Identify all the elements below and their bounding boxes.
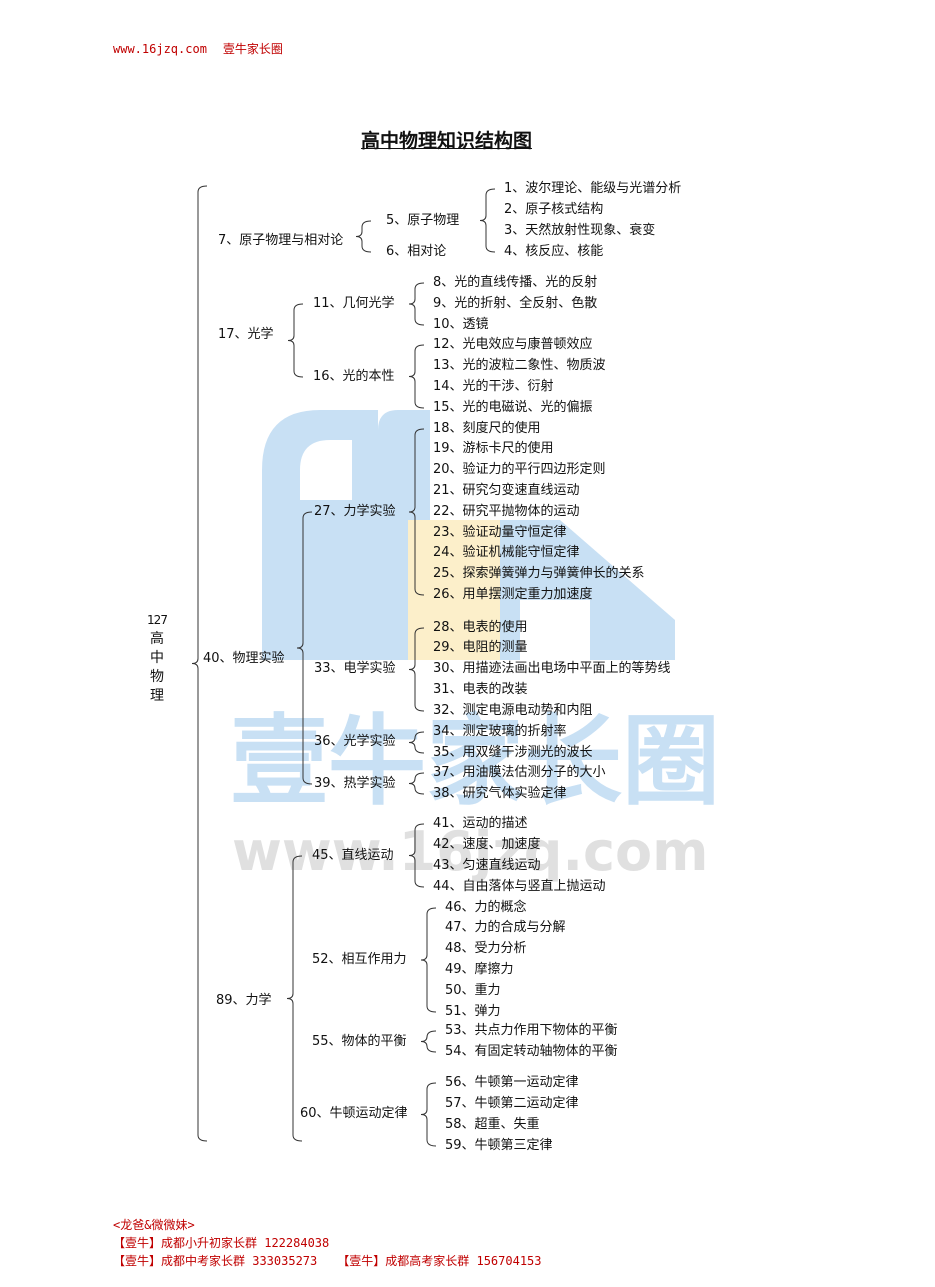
leaf-node: 31、电表的改装 — [433, 682, 528, 697]
root-char: 理 — [150, 688, 164, 704]
leaf-node: 25、探索弹簧弹力与弹簧伸长的关系 — [433, 566, 645, 581]
branch-brace — [286, 855, 303, 1142]
leaf-node: 46、力的概念 — [445, 900, 527, 915]
topic-node: 5、原子物理 — [386, 213, 460, 228]
topic-node: 11、几何光学 — [313, 296, 395, 311]
branch-node: 7、原子物理与相对论 — [218, 233, 344, 248]
leaf-node: 41、运动的描述 — [433, 816, 528, 831]
topic-node: 16、光的本性 — [313, 369, 395, 384]
leaf-node: 29、电阻的测量 — [433, 640, 528, 655]
footer-groups-row: 【壹牛】成都中考家长群 333035273 【壹牛】成都高考家长群 1567041… — [113, 1252, 542, 1269]
leaf-node: 28、电表的使用 — [433, 620, 528, 635]
leaf-node: 15、光的电磁说、光的偏振 — [433, 400, 593, 415]
topic-brace — [420, 907, 437, 1013]
topic-brace — [408, 344, 425, 409]
root-char: 中 — [150, 650, 164, 666]
leaf-node: 42、速度、加速度 — [433, 837, 541, 852]
leaf-node: 47、力的合成与分解 — [445, 920, 566, 935]
leaf-node: 38、研究气体实验定律 — [433, 786, 567, 801]
topic-brace — [408, 731, 425, 754]
topic-node: 39、热学实验 — [314, 776, 396, 791]
branch-node: 89、力学 — [216, 993, 272, 1008]
leaf-node: 12、光电效应与康普顿效应 — [433, 337, 593, 352]
leaf-node: 51、弹力 — [445, 1004, 501, 1019]
topic-brace — [420, 1030, 437, 1053]
footer-group-middle: 【壹牛】成都中考家长群 333035273 — [113, 1254, 318, 1268]
leaf-node: 30、用描迹法画出电场中平面上的等势线 — [433, 661, 671, 676]
root-count: 127 — [147, 613, 168, 627]
leaf-node: 20、验证力的平行四边形定则 — [433, 462, 606, 477]
leaf-node: 48、受力分析 — [445, 941, 527, 956]
leaf-node: 19、游标卡尺的使用 — [433, 441, 554, 456]
topic-brace — [408, 428, 425, 596]
topic-brace — [408, 823, 425, 888]
leaf-node: 26、用单摆测定重力加速度 — [433, 587, 593, 602]
leaf-node: 50、重力 — [445, 983, 501, 998]
leaf-node: 34、测定玻璃的折射率 — [433, 724, 567, 739]
leaf-node: 43、匀速直线运动 — [433, 858, 541, 873]
topic-brace — [420, 1082, 437, 1147]
topic-node: 27、力学实验 — [314, 504, 396, 519]
leaf-node: 3、天然放射性现象、衰变 — [504, 223, 656, 238]
topic-node: 6、相对论 — [386, 244, 447, 259]
branch-node: 40、物理实验 — [203, 651, 285, 666]
page-title: 高中物理知识结构图 — [360, 130, 532, 152]
topic-node: 60、牛顿运动定律 — [300, 1106, 408, 1121]
leaf-node: 2、原子核式结构 — [504, 202, 604, 217]
topic-brace — [408, 772, 425, 795]
leaf-node: 53、共点力作用下物体的平衡 — [445, 1023, 618, 1038]
topic-brace — [408, 627, 425, 712]
leaf-node: 49、摩擦力 — [445, 962, 514, 977]
footer-group-high: 【壹牛】成都高考家长群 156704153 — [337, 1254, 542, 1268]
root-char: 高 — [150, 631, 164, 647]
topic-node: 45、直线运动 — [312, 848, 394, 863]
leaf-node: 35、用双缝干涉测光的波长 — [433, 745, 593, 760]
leaf-node: 9、光的折射、全反射、色散 — [433, 296, 598, 311]
leaf-node: 57、牛顿第二运动定律 — [445, 1096, 579, 1111]
leaf-node: 18、刻度尺的使用 — [433, 421, 541, 436]
leaf-node: 23、验证动量守恒定律 — [433, 525, 567, 540]
branch-brace — [296, 511, 313, 785]
leaf-node: 37、用油膜法估测分子的大小 — [433, 765, 606, 780]
footer-group-primary: 【壹牛】成都小升初家长群 122284038 — [113, 1236, 330, 1250]
leaf-node: 24、验证机械能守恒定律 — [433, 545, 580, 560]
leaf-node: 10、透镜 — [433, 317, 489, 332]
branch-brace — [355, 220, 372, 253]
leaf-node: 8、光的直线传播、光的反射 — [433, 275, 598, 290]
leaf-node: 22、研究平抛物体的运动 — [433, 504, 580, 519]
topic-node: 33、电学实验 — [314, 661, 396, 676]
root-char: 物 — [150, 669, 164, 685]
branch-node: 17、光学 — [218, 327, 274, 342]
topic-brace — [479, 188, 496, 253]
leaf-node: 59、牛顿第三定律 — [445, 1138, 553, 1153]
page-header: www.16jzq.com 壹牛家长圈 — [113, 40, 283, 57]
root-node: 127 高 中 物 理 — [147, 611, 168, 706]
leaf-node: 14、光的干涉、衍射 — [433, 379, 554, 394]
header-site[interactable]: www.16jzq.com — [113, 42, 207, 56]
leaf-node: 44、自由落体与竖直上抛运动 — [433, 879, 606, 894]
leaf-node: 1、波尔理论、能级与光谱分析 — [504, 181, 682, 196]
footer-credit: <龙爸&微微妹> — [113, 1218, 195, 1232]
branch-brace — [287, 303, 304, 378]
leaf-node: 58、超重、失重 — [445, 1117, 540, 1132]
leaf-node: 21、研究匀变速直线运动 — [433, 483, 580, 498]
leaf-node: 4、核反应、核能 — [504, 244, 604, 259]
topic-brace — [408, 282, 425, 326]
header-brand: 壹牛家长圈 — [222, 42, 283, 56]
leaf-node: 54、有固定转动轴物体的平衡 — [445, 1044, 618, 1059]
leaf-node: 32、测定电源电动势和内阻 — [433, 703, 593, 718]
leaf-node: 56、牛顿第一运动定律 — [445, 1075, 579, 1090]
leaf-node: 13、光的波粒二象性、物质波 — [433, 358, 606, 373]
topic-node: 36、光学实验 — [314, 734, 396, 749]
topic-node: 55、物体的平衡 — [312, 1034, 407, 1049]
topic-node: 52、相互作用力 — [312, 952, 407, 967]
